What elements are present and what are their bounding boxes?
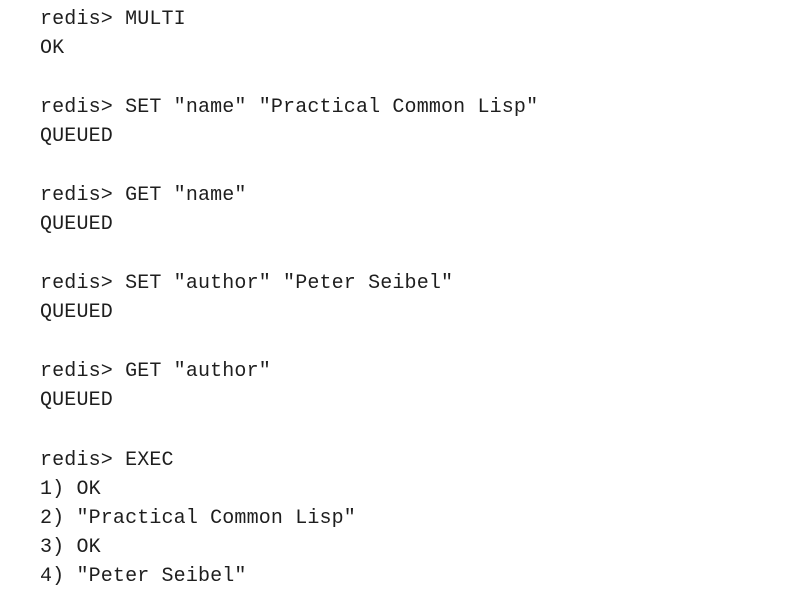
- exec-result-line: 1) OK: [40, 478, 101, 501]
- exec-result-line: 4) "Peter Seibel": [40, 565, 247, 588]
- output-line-ok: OK: [40, 37, 65, 60]
- output-line-queued: QUEUED: [40, 213, 113, 236]
- command-line-exec: redis> EXEC: [40, 449, 174, 472]
- command-line-get-name: redis> GET "name": [40, 184, 247, 207]
- output-line-queued: QUEUED: [40, 301, 113, 324]
- output-line-queued: QUEUED: [40, 389, 113, 412]
- exec-result-line: 2) "Practical Common Lisp": [40, 507, 356, 530]
- command-line-multi: redis> MULTI: [40, 8, 186, 31]
- command-line-set-author: redis> SET "author" "Peter Seibel": [40, 272, 454, 295]
- redis-cli-transcript: redis> MULTI OK redis> SET "name" "Pract…: [40, 8, 780, 603]
- exec-result-line: 3) OK: [40, 536, 101, 559]
- output-line-queued: QUEUED: [40, 125, 113, 148]
- command-line-set-name: redis> SET "name" "Practical Common Lisp…: [40, 96, 539, 119]
- command-line-get-author: redis> GET "author": [40, 360, 271, 383]
